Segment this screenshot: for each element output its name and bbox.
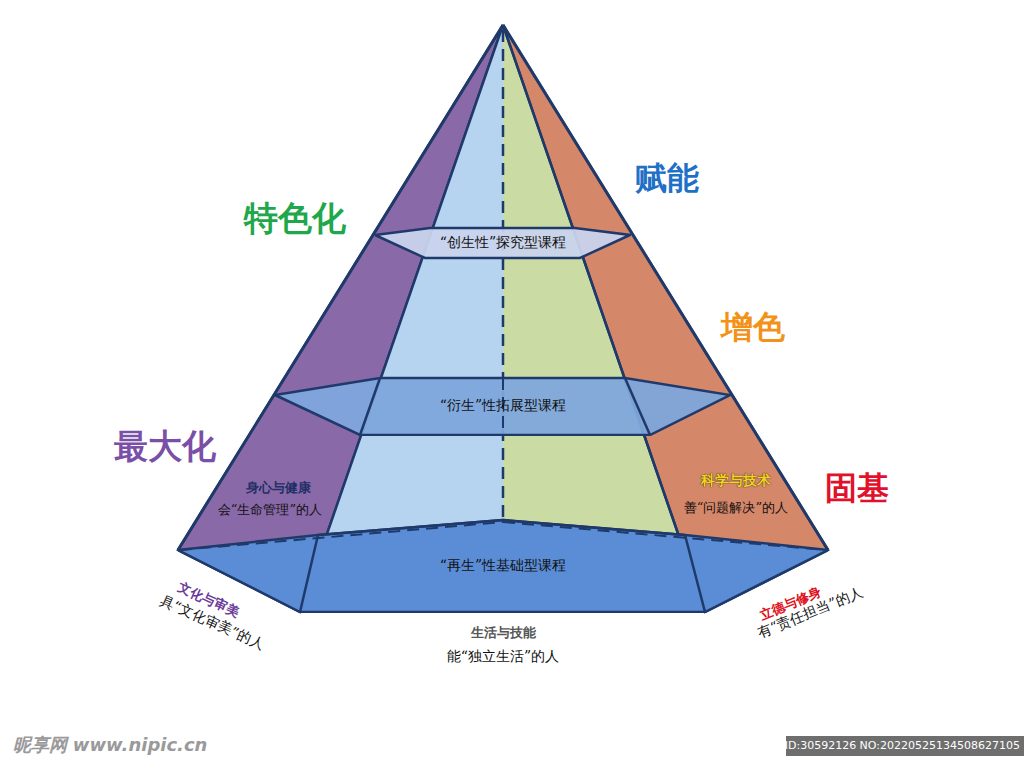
category-text: 能“独立生活”的人 xyxy=(447,648,559,665)
band-title: “再生”性基础型课程 xyxy=(440,557,566,575)
band-outline xyxy=(375,228,630,258)
category-text: 善“问题解决”的人 xyxy=(684,500,788,516)
category-text: 会“生命管理”的人 xyxy=(218,502,322,518)
band-edge xyxy=(300,535,318,612)
side-label: 最大化 xyxy=(114,426,216,467)
right-face xyxy=(503,25,828,612)
edge-line xyxy=(503,25,828,550)
watermark: 昵享网 www.nipic.cn xyxy=(13,734,208,756)
hidden-edge xyxy=(180,522,503,550)
side-label: 赋能 xyxy=(635,159,699,197)
band-title: “创生性”探究型课程 xyxy=(440,234,566,252)
side-label: 固基 xyxy=(825,469,889,507)
hidden-edge xyxy=(503,522,826,550)
category-title: 生活与技能 xyxy=(471,625,536,641)
left-face xyxy=(178,25,503,612)
course-band: “创生性”探究型课程 xyxy=(375,226,631,260)
side-label: 特色化 xyxy=(244,198,346,239)
edge-line xyxy=(178,25,503,550)
watermark-id: ID:30592126 NO:20220525134508627105 xyxy=(785,739,1020,752)
band-outline xyxy=(178,520,828,612)
band-title: “衍生”性拓展型课程 xyxy=(440,397,566,415)
category-title: 科学与技术 xyxy=(701,472,771,489)
side-label: 增色 xyxy=(721,308,785,346)
hidden-edge xyxy=(502,30,505,520)
band-outline xyxy=(275,378,730,435)
course-band: “再生”性基础型课程 xyxy=(178,518,828,613)
band-edge xyxy=(503,520,685,535)
band-edge xyxy=(625,378,650,435)
band-edge xyxy=(685,535,705,612)
band-edge xyxy=(360,378,380,435)
category-title: 身心与健康 xyxy=(246,480,311,496)
band-edge xyxy=(318,520,503,535)
course-band: “衍生”性拓展型课程 xyxy=(275,376,731,436)
